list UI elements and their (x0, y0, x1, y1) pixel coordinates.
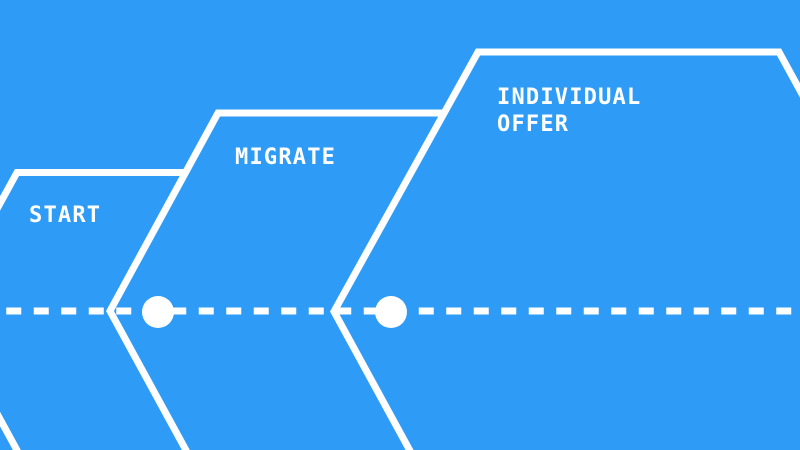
stage-label-migrate: MIGRATE (235, 145, 337, 170)
stage-shape-individual-offer (330, 48, 800, 450)
stage-label-start: START (29, 203, 102, 228)
milestone-dot-1 (142, 296, 174, 328)
milestone-dot-2 (375, 296, 407, 328)
stage-label-individual-offer: INDIVIDUAL OFFER (497, 85, 642, 137)
